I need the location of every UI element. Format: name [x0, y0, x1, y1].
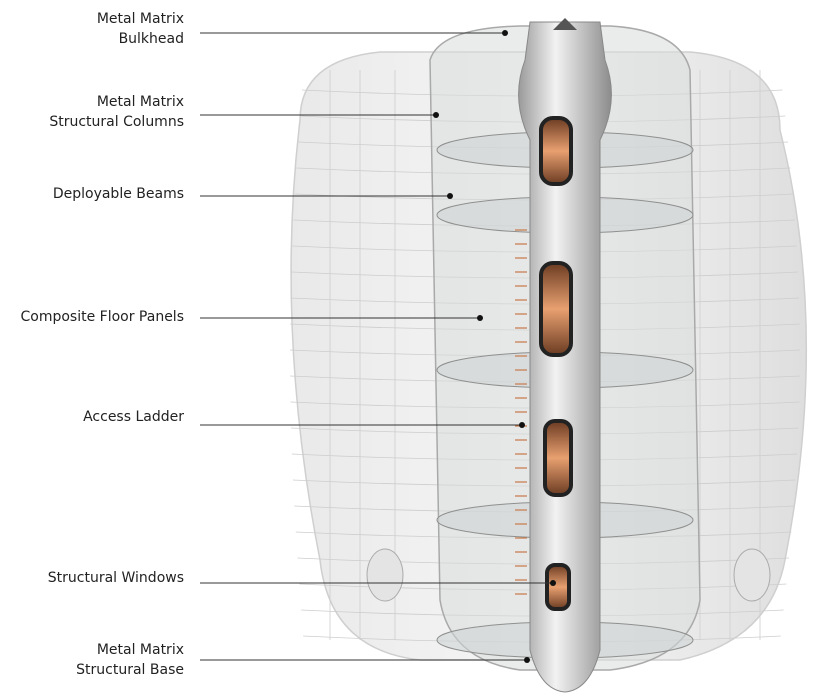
label-line: Structural Base	[76, 662, 184, 678]
leader-dot	[524, 657, 530, 663]
leader-dot	[447, 193, 453, 199]
label-deployable-beams: Deployable Beams	[53, 184, 184, 204]
top-hatch	[553, 18, 577, 30]
label-line: Composite Floor Panels	[20, 309, 184, 325]
leader-dot	[550, 580, 556, 586]
label-line: Structural Columns	[49, 114, 184, 130]
label-structural-base: Metal Matrix Structural Base	[76, 640, 184, 680]
label-line: Metal Matrix	[96, 642, 184, 658]
label-line: Metal Matrix	[96, 94, 184, 110]
label-structural-columns: Metal Matrix Structural Columns	[49, 92, 184, 132]
side-port-left	[366, 548, 404, 602]
label-line: Bulkhead	[118, 31, 184, 47]
label-access-ladder: Access Ladder	[83, 407, 184, 427]
label-line: Structural Windows	[47, 570, 184, 586]
leader-dot	[477, 315, 483, 321]
leader-dot	[502, 30, 508, 36]
side-port-right	[733, 548, 771, 602]
structural-windows	[539, 116, 573, 611]
central-column	[518, 21, 612, 693]
label-structural-windows: Structural Windows	[48, 568, 184, 588]
label-line: Access Ladder	[83, 409, 184, 425]
leader-lines	[200, 30, 556, 663]
leader-dot	[519, 422, 525, 428]
label-bulkhead: Metal Matrix Bulkhead	[97, 9, 184, 49]
label-composite-floor-panels: Composite Floor Panels	[20, 307, 184, 327]
label-line: Metal Matrix	[96, 11, 184, 27]
leader-dot	[433, 112, 439, 118]
label-line: Deployable Beams	[52, 186, 184, 202]
